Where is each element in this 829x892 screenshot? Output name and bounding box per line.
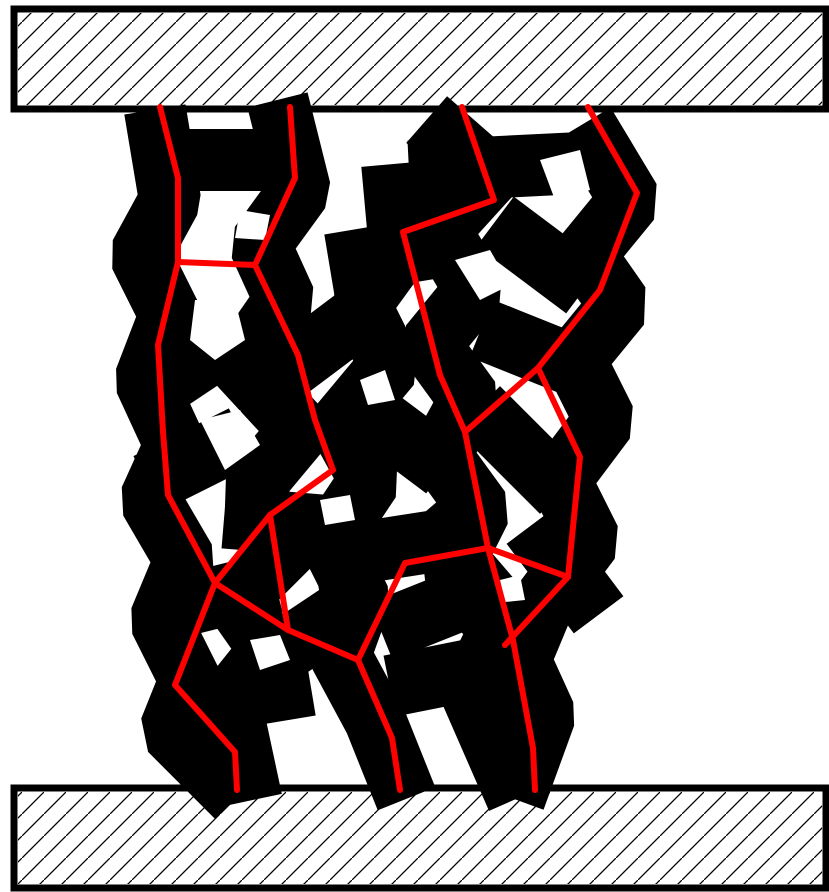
particle-bridge bbox=[175, 450, 215, 470]
particle-bridge bbox=[420, 670, 470, 680]
particle-packing bbox=[140, 130, 630, 775]
force-chain bbox=[178, 262, 255, 265]
particle-bridge bbox=[220, 690, 280, 700]
particle-bridge bbox=[380, 420, 420, 450]
particle-bridge bbox=[410, 600, 460, 620]
bottom-plate bbox=[14, 788, 826, 888]
particle-bridge bbox=[500, 430, 540, 470]
particle-bridge bbox=[520, 240, 560, 270]
particle-bridge bbox=[345, 545, 410, 555]
particle-bridge bbox=[440, 165, 540, 170]
particle-bridge bbox=[300, 330, 340, 360]
top-plate bbox=[14, 9, 826, 109]
